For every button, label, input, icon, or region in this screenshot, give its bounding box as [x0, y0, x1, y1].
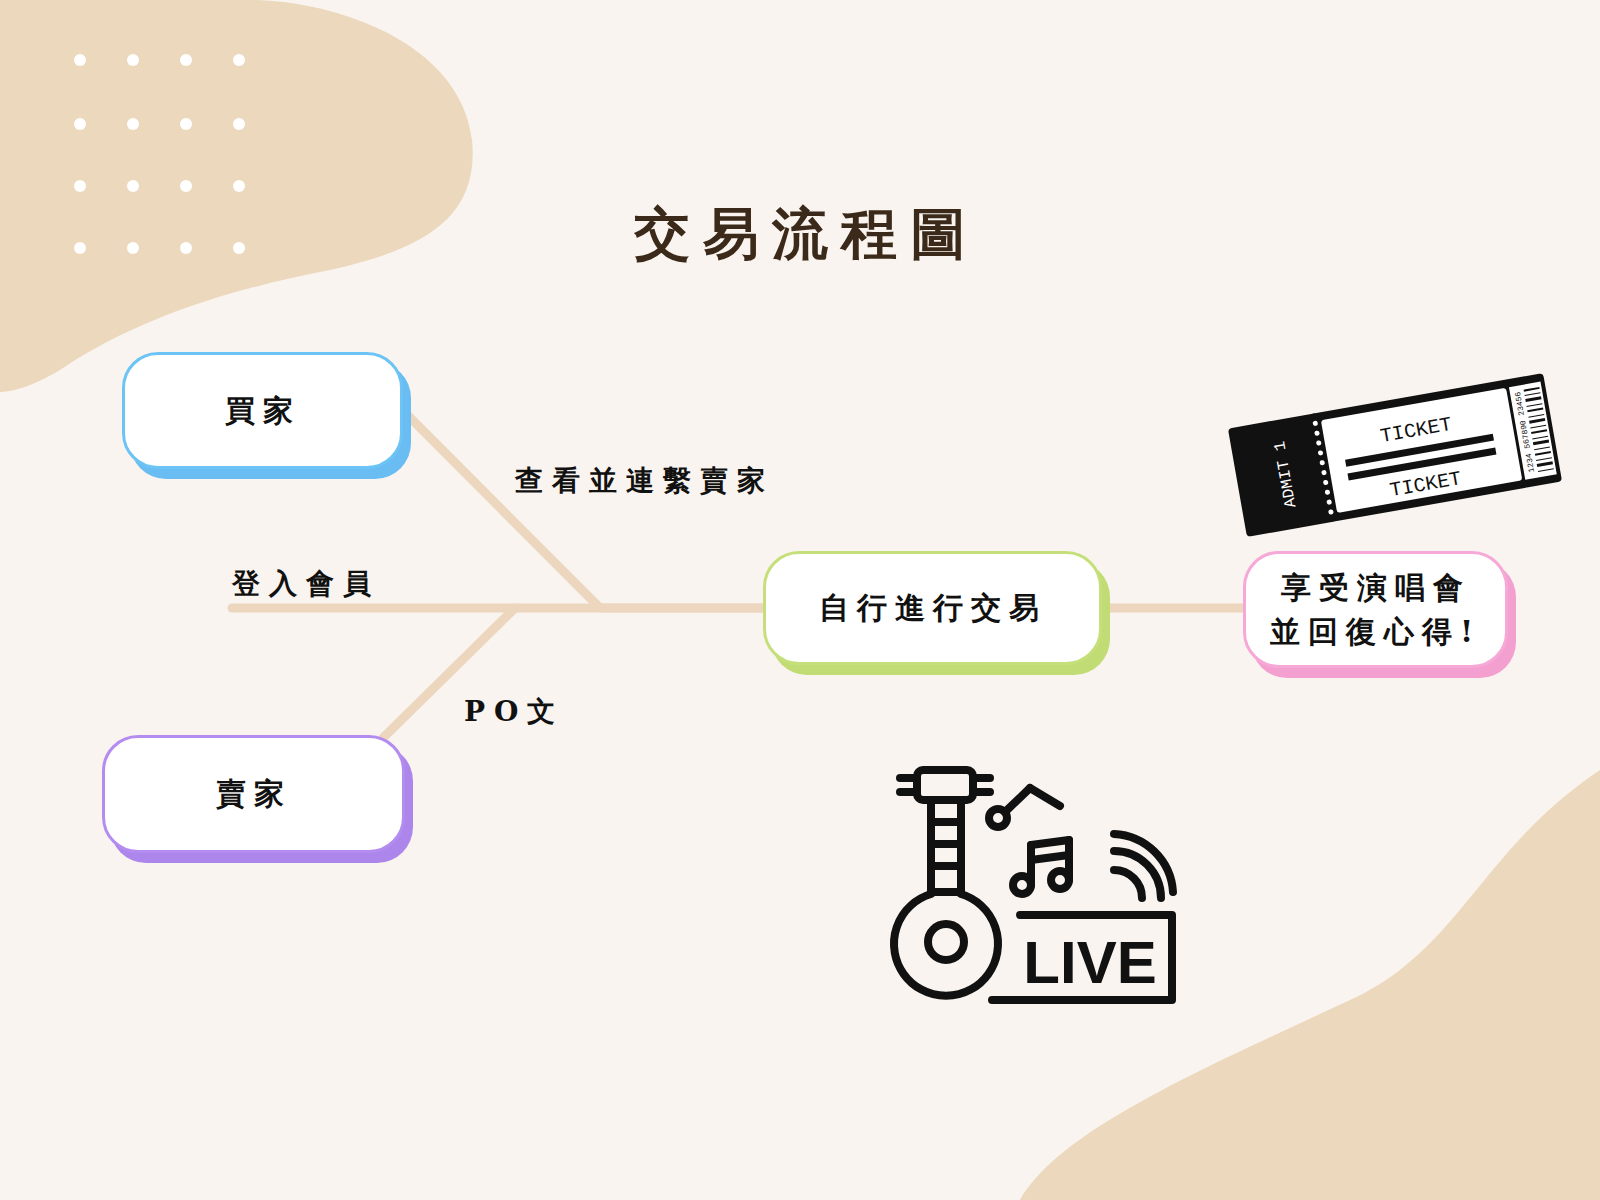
process-box: 賣家 — [102, 735, 405, 853]
branch-label: 登入會員 — [232, 569, 380, 600]
connector-line — [1102, 604, 1243, 613]
process-box: 自行進行交易 — [763, 551, 1102, 665]
ticket-text: TICKET — [1379, 413, 1454, 448]
ticket-admit: ADMIT 1 — [1271, 440, 1300, 509]
branch-line — [232, 604, 515, 613]
live-music-icon — [894, 770, 1173, 1000]
ticket-face — [1321, 388, 1522, 513]
connector-line — [403, 411, 763, 609]
node-label: 賣家 — [216, 772, 292, 816]
edge-label: PO文 — [464, 697, 564, 728]
ticket-illustration: TICKET TICKET ADMIT 1 1234 567890 23456 — [1228, 373, 1562, 537]
corner-blob — [0, 0, 473, 392]
corner-blob — [1020, 770, 1600, 1200]
live-text: LIVE — [1023, 929, 1156, 996]
connector-line — [383, 608, 763, 738]
edge-label: 查看並連繫賣家 — [515, 466, 774, 497]
barcode-number: 1234 567890 23456 — [1513, 391, 1536, 473]
barcode-ground — [1509, 382, 1557, 480]
ticket-body — [1310, 373, 1563, 522]
dot-grid — [74, 54, 245, 254]
node-label: 自行進行交易 — [819, 586, 1047, 630]
node-label: 買家 — [225, 389, 301, 433]
perforation — [1312, 420, 1333, 514]
node-label: 享受演唱會 並回復心得! — [1266, 566, 1485, 653]
diagram-title: 交易流程圖 — [0, 200, 1600, 267]
process-box: 享受演唱會 並回復心得! — [1243, 551, 1508, 668]
process-box: 買家 — [122, 352, 403, 469]
ticket-text: TICKET — [1388, 467, 1463, 502]
